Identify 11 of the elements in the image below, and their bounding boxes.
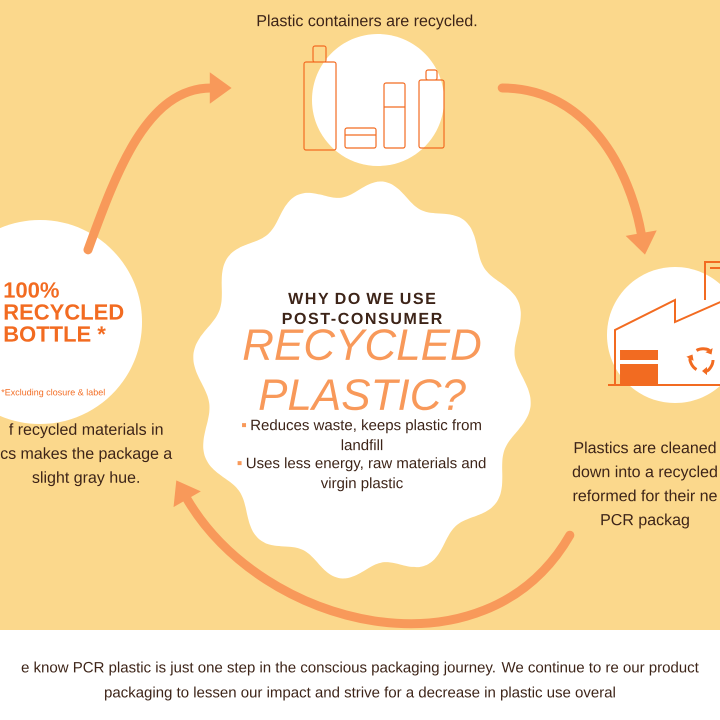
step-caption: Plastic containers are recycled. [258, 14, 476, 30]
footer-note: e know PCR plastic is just one step in the conscious packaging journey. We continue to re our product packaging to lessen our impact and strive for a decrease in plastic use overal [22, 662, 699, 700]
bullet-point: Reduces waste, keeps plastic from landfill [242, 419, 481, 450]
footnote: *Excluding closure & label [1, 388, 105, 398]
heading: WHY DO WE USE POST-CONSUMER [282, 292, 442, 324]
title-lettering: RECYCLED PLASTIC? [244, 329, 480, 410]
info-badge [193, 182, 531, 578]
bullet-point: Uses less energy, raw materials and virgin plastic [238, 457, 486, 492]
badge-heading: 100% RECYCLED BOTTLE * [4, 282, 124, 342]
step-caption: Plastics are cleaned down into a recycled reformed for their ne PCR packag [572, 442, 717, 528]
step-caption: f recycled materials in cs makes the package a slight gray hue. [0, 423, 172, 486]
